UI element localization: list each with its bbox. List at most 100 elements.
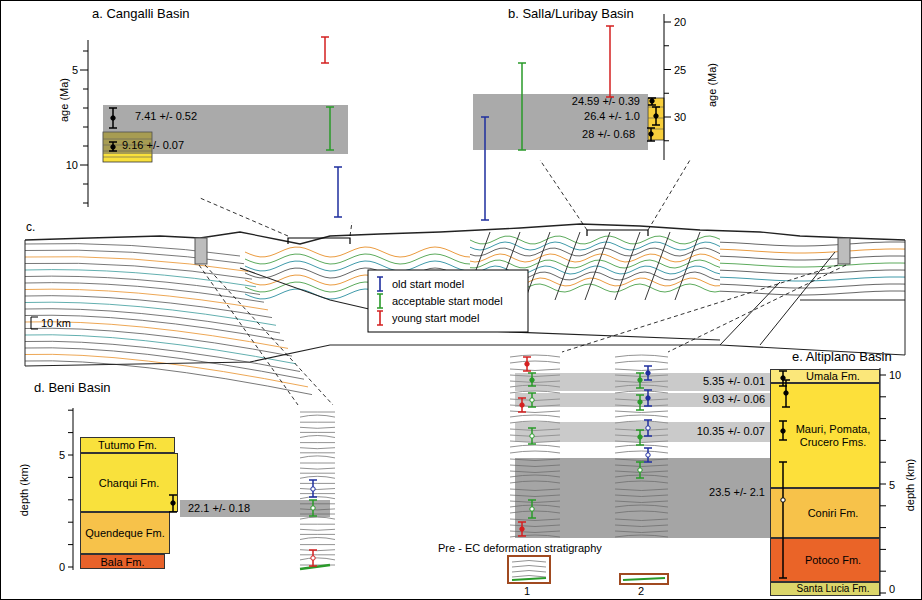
error-bar — [523, 357, 531, 371]
tick — [880, 571, 886, 572]
tick — [80, 165, 88, 166]
tick — [80, 70, 88, 71]
age-label: 5.35 +/- 0.01 — [703, 375, 765, 388]
legend-label: young start model — [392, 312, 479, 325]
formation-label: Umala Fm. — [789, 370, 877, 383]
stratum-line — [25, 289, 268, 310]
bed-line — [300, 538, 335, 540]
bed-line — [300, 476, 335, 478]
bed-line — [300, 524, 335, 525]
tick-label: 0 — [889, 583, 895, 596]
formation-label: Tutumo Fm. — [83, 439, 172, 452]
age-band: 10.35 +/- 0.07 — [515, 422, 770, 442]
cross-section — [25, 224, 905, 395]
leader-line — [205, 265, 333, 405]
bed-line — [615, 369, 668, 371]
section-edge — [25, 240, 26, 366]
bed-line — [510, 361, 560, 363]
decollement — [25, 345, 905, 366]
bed-line — [300, 473, 335, 474]
stratum-line — [25, 263, 252, 279]
bed-line — [510, 369, 560, 371]
data-point — [650, 99, 654, 103]
tick — [664, 93, 669, 94]
formation-label: Potoco Fm. — [789, 554, 877, 567]
age-label: 10.35 +/- 0.07 — [697, 425, 765, 438]
tick-label: 30 — [674, 111, 686, 124]
tick-label: 5 — [59, 449, 65, 462]
formation-box: Charqui Fm. — [80, 453, 178, 512]
stratum-line — [25, 270, 256, 287]
note: Pre - EC deformation stratigraphy — [438, 542, 602, 555]
bed-line — [512, 566, 546, 568]
tick — [880, 527, 886, 528]
stratum-line — [25, 361, 312, 395]
leader-line — [562, 265, 838, 352]
tick — [880, 484, 886, 485]
panel-title: d. Beni Basin — [34, 381, 111, 396]
data-point — [311, 556, 315, 560]
tick — [880, 549, 886, 550]
bed-line — [300, 517, 335, 519]
panel-title: e. Altiplano Basin — [792, 350, 892, 365]
formation-box: Bala Fm. — [80, 554, 165, 569]
age-label: 7.41 +/- 0.52 — [135, 110, 197, 123]
bed-line — [512, 576, 546, 578]
leader-line — [199, 265, 298, 405]
formation-label: Mauri, Pomata, Crucero Fms. — [789, 423, 877, 449]
tick — [68, 522, 73, 523]
bed-line — [648, 107, 664, 108]
age-band: 5.35 +/- 0.01 — [515, 373, 770, 391]
bed-line — [510, 445, 560, 447]
error-bar — [309, 550, 317, 566]
stratum-line — [720, 249, 905, 253]
pre-ec-box — [620, 574, 668, 584]
bed-line — [300, 436, 335, 438]
fault-line — [585, 232, 610, 300]
tick — [880, 440, 886, 441]
tick — [83, 89, 88, 90]
stratum-line — [720, 291, 905, 295]
error-bar — [321, 37, 329, 63]
axis — [88, 40, 89, 207]
formation-label: Coniri Fm. — [789, 507, 877, 520]
tick — [68, 432, 73, 433]
age-band: 24.59 +/- 0.3926.4 +/- 1.028 +/- 0.68 — [473, 94, 648, 150]
tick-label: 5 — [72, 64, 78, 77]
bed-line — [615, 355, 668, 357]
error-bar — [606, 26, 614, 97]
topography — [25, 224, 905, 244]
base-marker — [512, 578, 546, 580]
bracket — [587, 230, 648, 236]
formation-box: Mauri, Pomata, Crucero Fms. — [770, 383, 880, 488]
data-point — [649, 132, 653, 136]
bed-line — [512, 571, 546, 573]
stratum-line — [25, 283, 264, 303]
section-edge — [905, 240, 906, 355]
fault-line — [525, 232, 550, 300]
bed-line — [300, 493, 335, 494]
bed-line — [615, 415, 668, 417]
column-marker — [195, 238, 207, 264]
base-marker — [623, 578, 665, 580]
bed-line — [510, 355, 560, 357]
age-band: 23.5 +/- 2.1 — [515, 458, 770, 538]
bed-line — [300, 483, 335, 484]
fault-line — [760, 252, 835, 345]
legend-box — [368, 270, 528, 332]
tick — [664, 69, 671, 70]
pre-ec-box — [508, 556, 550, 583]
legend-label: acceptable start model — [392, 295, 503, 308]
stratum-line — [720, 284, 905, 288]
tick — [880, 375, 886, 376]
bed-line — [648, 129, 664, 130]
bed-line — [648, 118, 664, 119]
tick — [880, 505, 886, 506]
age-label: 26.4 +/- 1.0 — [584, 110, 640, 123]
legend-sample — [377, 311, 383, 325]
formation-box: Tutumo Fm. — [80, 437, 175, 453]
decollement — [800, 300, 905, 301]
tick — [83, 127, 88, 128]
tick — [83, 108, 88, 109]
panel-title: c. — [26, 221, 35, 235]
